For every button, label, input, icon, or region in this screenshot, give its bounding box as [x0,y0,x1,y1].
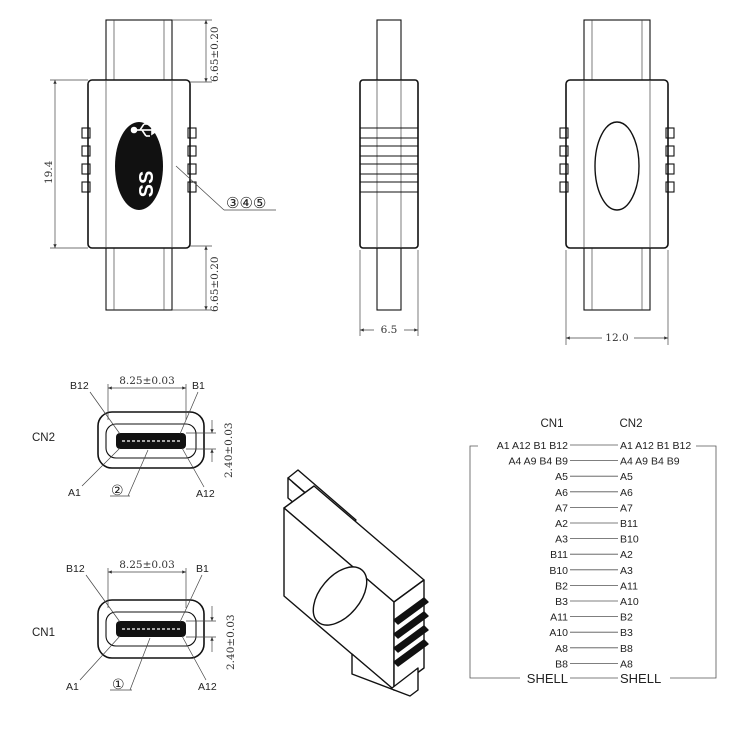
side-grip-ridges [360,127,418,193]
pinout-cn1-pin: B10 [549,565,568,577]
pinout-row: B2 A11 [555,580,638,592]
front-bottom-plug [105,245,173,311]
cn2-pin-a12: A12 [196,488,215,500]
side-view: 6.5 [359,19,419,336]
pinout-header-cn2: CN2 [619,418,642,430]
pinout-cn1-pin: B3 [555,596,568,608]
pinout-cn2-pin: B10 [620,534,639,546]
pinout-cn1-pin: A6 [555,487,568,499]
pinout-row: B8 A8 [555,658,633,670]
front-grip-ridges [81,127,197,193]
pinout-row: A1 A12 B1 B12 A1 A12 B1 B12 [497,440,692,452]
dim-body-height: 19.4 [43,79,88,249]
pinout-header-cn1: CN1 [540,418,563,430]
cn2-pin-b1: B1 [192,380,205,392]
cn2-label: CN2 [32,432,55,444]
cn2-receptacle-view: CN2 8.25±0.03 2.40±0.03 B12 B1 A1 A12 ② [32,375,235,500]
pinout-cn2-pin: A1 A12 B1 B12 [620,440,691,452]
pinout-cn2-pin: B3 [620,627,633,639]
pinout-cn1-pin: B2 [555,580,568,592]
pinout-cn2-pin: A6 [620,487,633,499]
dim-top-plug: 6.65±0.20 [172,19,221,83]
back-view: 12.0 [559,19,675,345]
pinout-row: A7 A7 [555,502,633,514]
pinout-row: B10 A3 [549,565,633,577]
dim-side-width: 6.5 [359,250,419,336]
pinout-cn1-pin: A4 A9 B4 B9 [508,456,568,468]
cn1-dim-height: 2.40±0.03 [225,614,237,670]
pinout-cn1-pin: B8 [555,658,568,670]
cn2-dim-width: 8.25±0.03 [119,375,175,387]
pinout-row: A6 A6 [555,487,633,499]
pinout-cn1-pin: A10 [549,627,568,639]
cn2-pin-b12: B12 [70,380,89,392]
pinout-row: B11 A2 [550,549,633,561]
cn1-receptacle-view: CN1 8.25±0.03 2.40±0.03 B12 B1 A1 A12 ① [32,559,237,693]
back-grip-ridges [559,127,675,193]
cn1-pin-a1: A1 [66,681,79,693]
pinout-cn1-pin: A1 A12 B1 B12 [497,440,568,452]
pinout-table: CN1 CN2 A1 A12 B1 B12 A1 A12 B1 B12 A4 A9 … [469,418,717,686]
pinout-cn1-pin: A7 [555,502,568,514]
pinout-row: A8 B8 [555,643,633,655]
isometric-view [283,469,429,697]
pinout-row: A10 B3 [549,627,633,639]
front-view: SS 6.65±0.20 19.4 6 [43,19,276,312]
pinout-cn2-pin: A8 [620,658,633,670]
pinout-cn2-pin: B2 [620,612,633,624]
pinout-row: A2 B11 [555,518,638,530]
cn2-tongue [116,433,186,449]
pinout-cn2-pin: B11 [620,518,638,530]
front-top-plug [105,19,173,83]
cn1-callout: ① [112,677,125,693]
callout-345-label: ③④⑤ [226,194,266,212]
pinout-cn1-pin: A8 [555,643,568,655]
cn1-pin-b1: B1 [196,563,209,575]
back-oval-window [594,121,640,211]
callout-345: ③④⑤ [175,165,276,212]
pinout-cn2-pin: A7 [620,502,633,514]
dim-top-plug-label: 6.65±0.20 [209,26,221,82]
pinout-cn2-pin: B8 [620,643,633,655]
usb-trident-icon [130,123,160,137]
cn1-pin-b12: B12 [66,563,85,575]
cn2-dim-height: 2.40±0.03 [223,422,235,478]
cn2-pin-a1: A1 [68,487,81,499]
usb-logo-ss-icon: SS [136,171,158,198]
dim-back-width-label: 12.0 [605,332,628,344]
pinout-row: A3 B10 [555,534,639,546]
dim-body-height-label: 19.4 [43,160,55,184]
pinout-cn1-pin: B11 [550,549,568,561]
cn1-label: CN1 [32,627,55,639]
pinout-cn2-pin: A11 [620,580,638,592]
cn1-pin-a12: A12 [198,681,217,693]
pinout-cn1-pin: A11 [550,612,568,624]
pinout-row: A5 A5 [555,471,633,483]
cn1-dim-width: 8.25±0.03 [119,559,175,571]
dim-back-width: 12.0 [565,250,669,345]
pinout-row: A11 B2 [550,612,633,624]
dim-bottom-plug-label: 6.65±0.20 [209,256,221,312]
pinout-cn1-pin: A2 [555,518,568,530]
pinout-cn2-pin: A10 [620,596,639,608]
usb-logo-badge [115,122,163,210]
pinout-cn2-pin: A2 [620,549,633,561]
pinout-cn1-pin: A5 [555,471,568,483]
dim-bottom-plug: 6.65±0.20 [172,245,221,312]
dim-side-width-label: 6.5 [381,324,398,336]
pinout-cn2-pin: A4 A9 B4 B9 [620,456,680,468]
pinout-shell-cn2: SHELL [620,671,661,686]
pinout-cn2-pin: A3 [620,565,633,577]
pinout-shell-cn1: SHELL [527,671,568,686]
cn1-tongue [116,621,186,637]
pinout-cn2-pin: A5 [620,471,633,483]
cn2-callout: ② [111,483,124,499]
pinout-cn1-pin: A3 [555,534,568,546]
pinout-row: A4 A9 B4 B9 A4 A9 B4 B9 [508,456,679,468]
pinout-row: B3 A10 [555,596,639,608]
